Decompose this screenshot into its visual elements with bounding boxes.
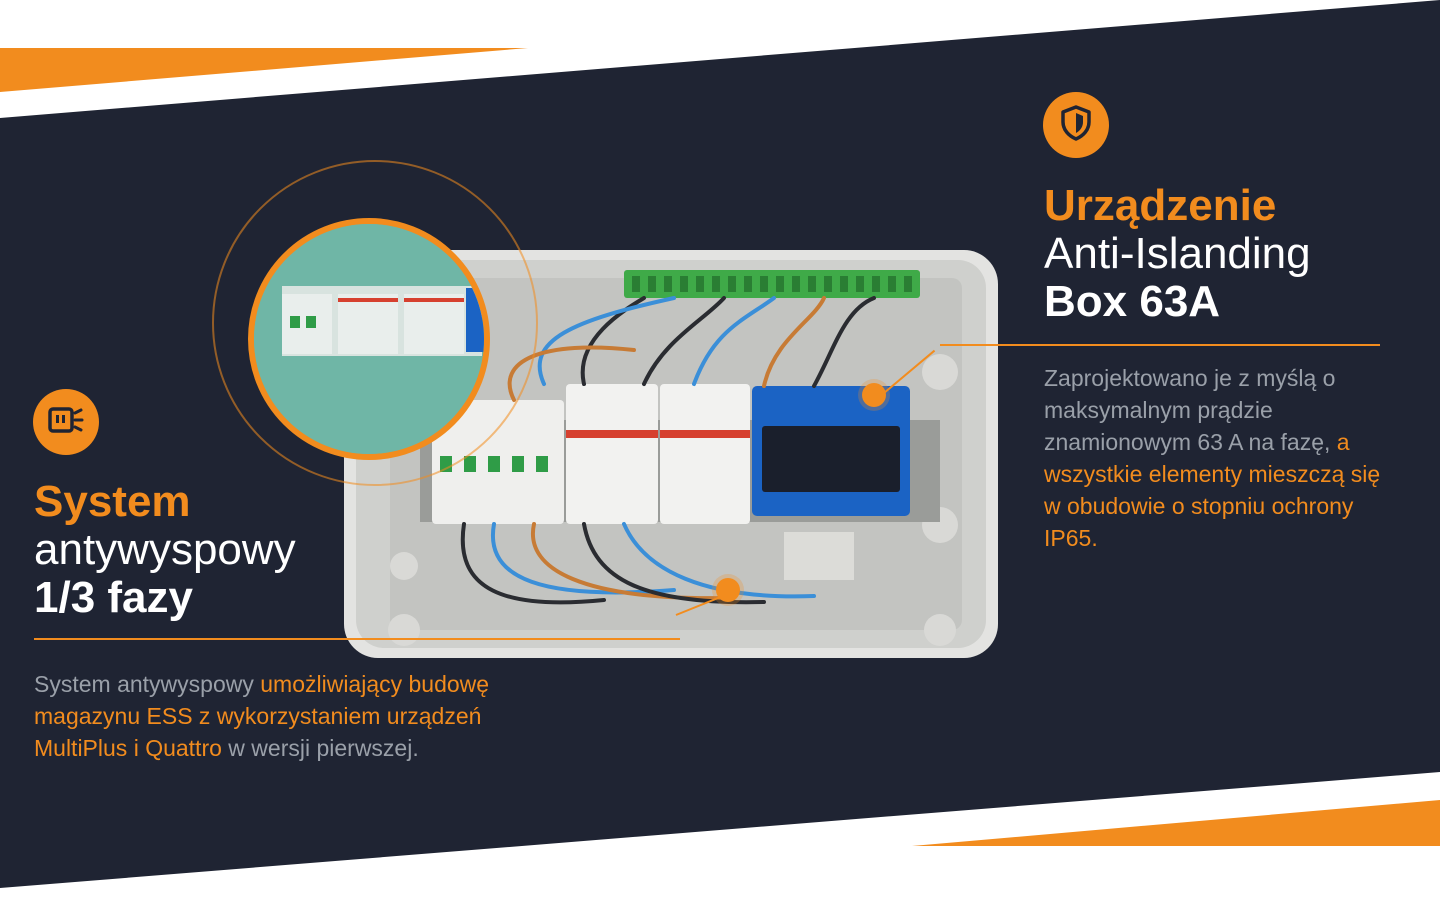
switch-plug-icon — [46, 400, 86, 445]
left-title-regular: antywyspowy — [34, 525, 296, 574]
right-desc-highlight: a wszystkie elementy mieszczą się w obud… — [1044, 429, 1381, 551]
shield-icon — [1056, 103, 1096, 148]
right-callout-line — [940, 344, 1380, 346]
right-title-accent: Urządzenie — [1044, 181, 1277, 230]
right-icon-badge — [1043, 92, 1109, 158]
left-description: System antywyspowy umożliwiający budowę … — [34, 668, 554, 764]
left-desc-part2: w wersji pierwszej. — [221, 735, 419, 761]
zoom-ring-outer — [212, 160, 538, 486]
right-callout-dot — [862, 383, 886, 407]
left-desc-highlight: umożliwiający budowę magazynu ESS z wyko… — [34, 671, 490, 761]
left-heading: System antywyspowy 1/3 fazy — [34, 480, 296, 620]
right-title-regular: Anti-Islanding — [1044, 229, 1311, 278]
left-desc-part1: System antywyspowy — [34, 671, 261, 697]
left-icon-badge — [33, 389, 99, 455]
right-desc-part1: Zaprojektowano je z myślą o maksymalnym … — [1044, 365, 1337, 455]
right-title-bold: Box 63A — [1044, 277, 1221, 326]
orange-stripe-top — [0, 48, 528, 92]
left-title-accent: System — [34, 477, 191, 526]
left-title-bold: 1/3 fazy — [34, 573, 193, 622]
left-callout-dot — [716, 578, 740, 602]
orange-stripe-bottom — [912, 800, 1440, 846]
right-heading: Urządzenie Anti-Islanding Box 63A — [1044, 184, 1311, 324]
left-callout-line — [34, 638, 680, 640]
right-description: Zaprojektowano je z myślą o maksymalnym … — [1044, 362, 1394, 554]
zoom-detail-circle — [248, 218, 490, 460]
